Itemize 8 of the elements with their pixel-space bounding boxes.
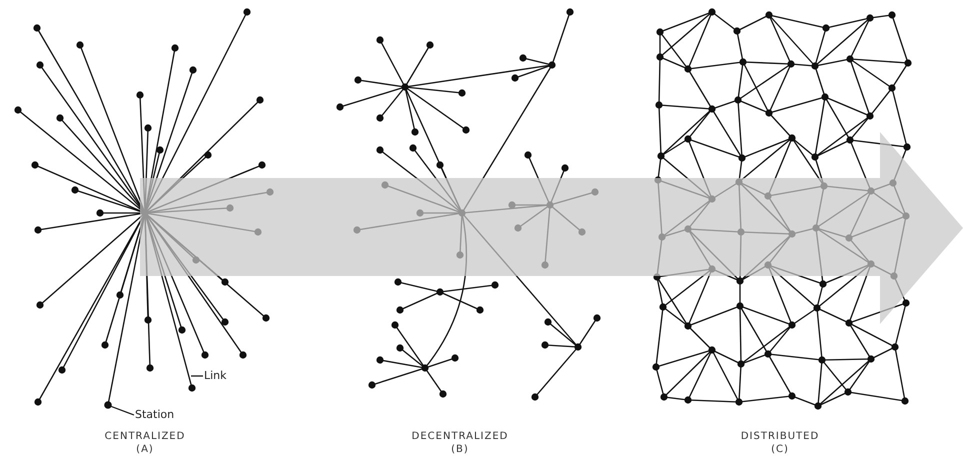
node-label: Station: [135, 408, 174, 421]
caption: DISTRIBUTED (C): [740, 430, 820, 456]
leader-line: [191, 375, 203, 377]
caption: CENTRALIZED (A): [104, 430, 186, 456]
leader-line: [110, 405, 134, 416]
station-dot: [104, 401, 112, 409]
caption: DECENTRALIZED (B): [412, 430, 508, 456]
node-label: Link: [204, 369, 227, 382]
